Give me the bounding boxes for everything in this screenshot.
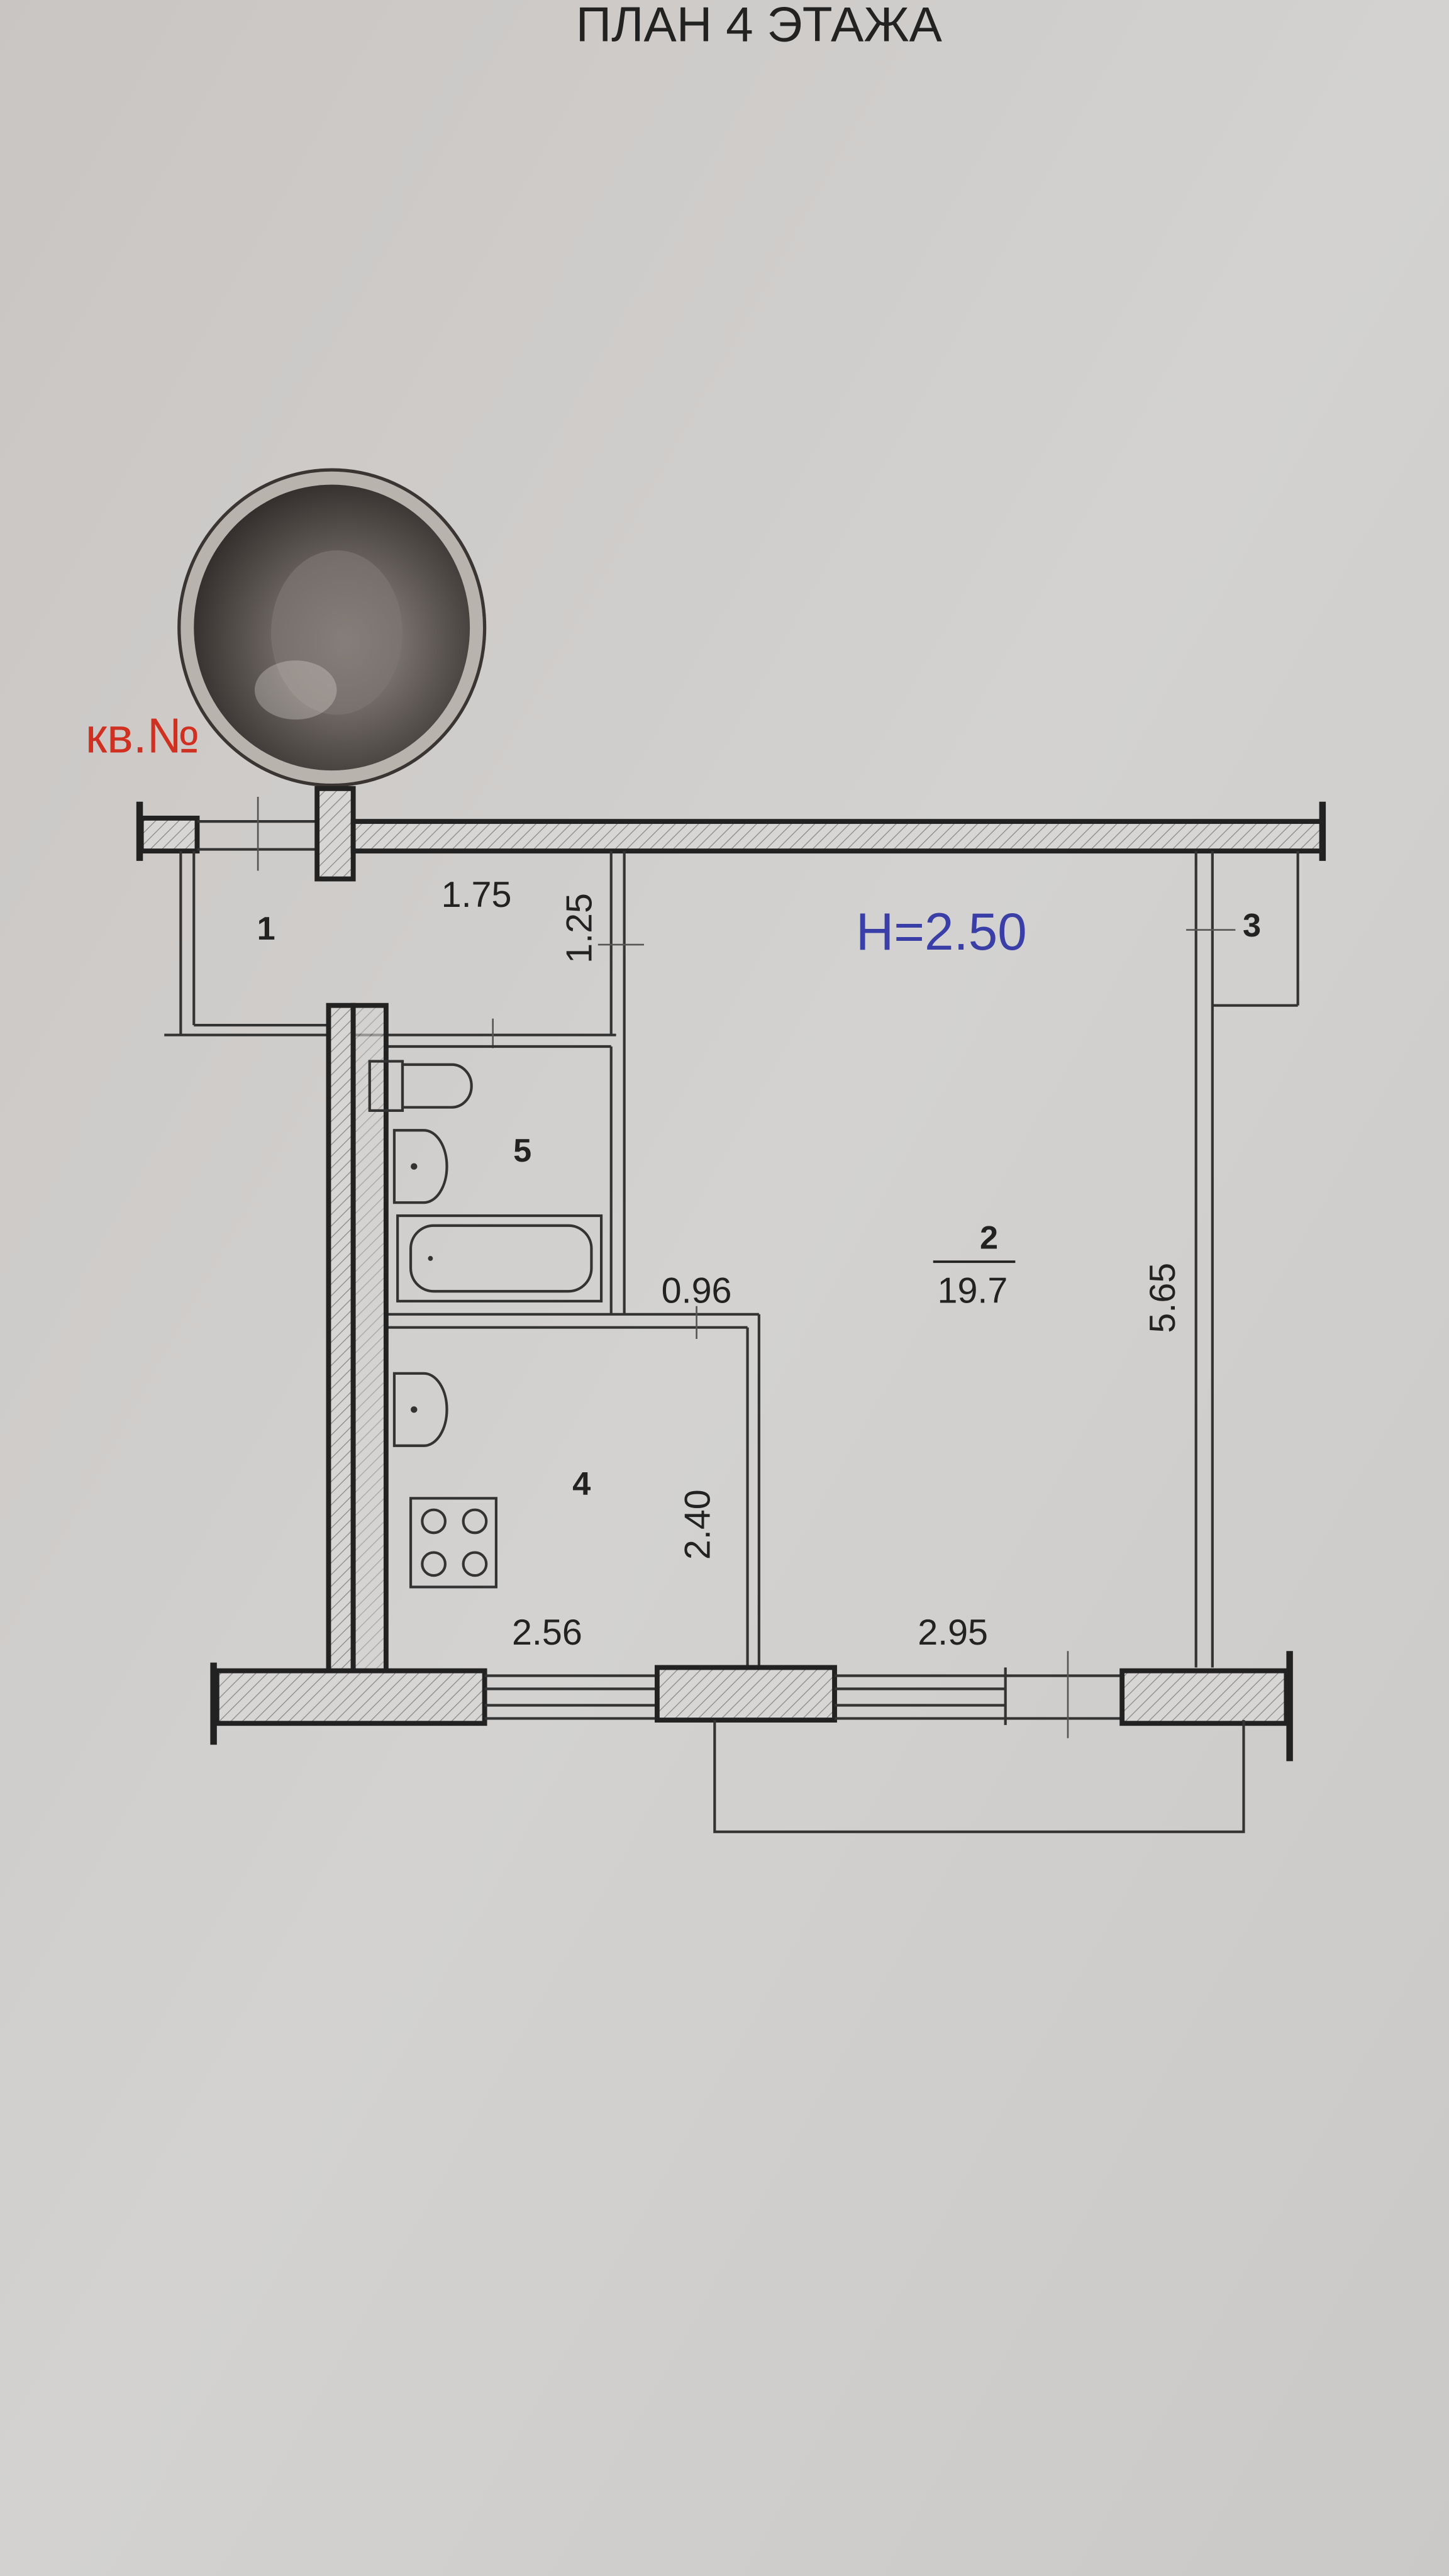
dim-kitchen-offset: 0.96 [662, 1271, 732, 1311]
dim-room-width: 2.95 [918, 1613, 988, 1653]
room-2-area: 19.7 [938, 1271, 1008, 1311]
room-1-label: 1 [257, 911, 275, 947]
dim-hall-depth: 1.25 [559, 893, 599, 963]
room-5-label: 5 [513, 1133, 531, 1169]
balcony [713, 1720, 1245, 1833]
interior-walls [164, 851, 1299, 1679]
dim-room-length: 5.65 [1143, 1263, 1183, 1333]
bottom-wall [210, 1651, 1293, 1762]
dim-hall-width: 1.75 [441, 875, 512, 915]
ceiling-height: H=2.50 [856, 902, 1027, 961]
dim-kitchen-width: 2.56 [512, 1613, 582, 1653]
stove-icon [409, 1497, 497, 1589]
coin-photo [177, 468, 487, 787]
top-wall [136, 786, 1326, 882]
room-2-label: 2 [980, 1219, 998, 1256]
sink-icon [392, 1129, 448, 1204]
kitchen-sink-icon [392, 1372, 448, 1447]
dim-kitchen-depth: 2.40 [677, 1489, 718, 1560]
room-4-label: 4 [572, 1466, 591, 1502]
plan-title: ПЛАН 4 ЭТАЖА [576, 0, 943, 52]
toilet-icon [368, 1060, 473, 1112]
bathtub-icon [396, 1214, 603, 1302]
room-3-label: 3 [1243, 908, 1261, 944]
apartment-number-label: кв.№ [86, 708, 200, 763]
